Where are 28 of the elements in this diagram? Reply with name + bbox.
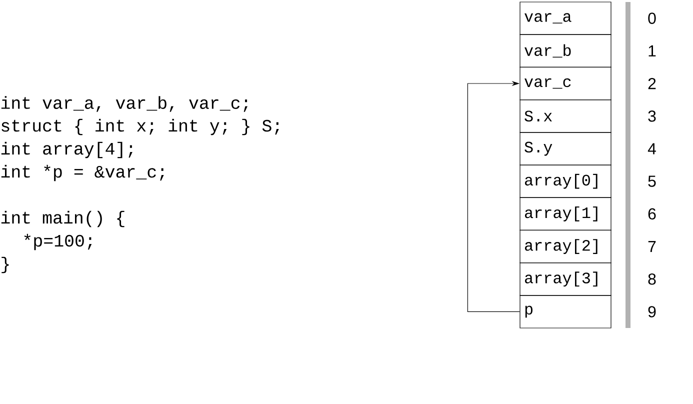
pointer-arrow xyxy=(467,80,520,312)
memory-cell: S.x xyxy=(520,100,612,133)
cell-index: 4 xyxy=(648,143,656,154)
memory-cell: array[2] xyxy=(520,230,612,264)
memory-cell: array[3] xyxy=(520,262,612,296)
code-line: struct { int x; int y; } S; xyxy=(2,118,279,136)
memory-cell: array[0] xyxy=(520,164,612,198)
cell-index: 8 xyxy=(648,273,656,285)
code-line: int *p = &var_c; xyxy=(1,164,164,182)
cell-index: 0 xyxy=(648,12,656,24)
cell-index: 2 xyxy=(648,78,656,90)
cell-index: 1 xyxy=(648,45,656,56)
code-line: int array[4]; xyxy=(1,142,132,158)
code-line: *p=100; xyxy=(24,234,92,250)
cell-index: 3 xyxy=(648,110,656,122)
memory-cell: array[1] xyxy=(520,197,612,230)
cell-index: 6 xyxy=(648,208,656,220)
code-line: } xyxy=(2,256,9,274)
memory-cell: var_a xyxy=(520,2,612,35)
cell-index: 9 xyxy=(648,306,656,318)
memory-cell: var_c xyxy=(520,66,612,100)
cell-index: 5 xyxy=(648,176,656,187)
memory-cell: var_b xyxy=(520,34,612,68)
cell-index: 7 xyxy=(648,241,656,252)
code-line: int var_a, var_b, var_c; xyxy=(1,96,248,112)
code-line: int main() { xyxy=(1,210,124,228)
memory-cell: S.y xyxy=(520,132,612,166)
memory-cell: p xyxy=(520,295,612,328)
